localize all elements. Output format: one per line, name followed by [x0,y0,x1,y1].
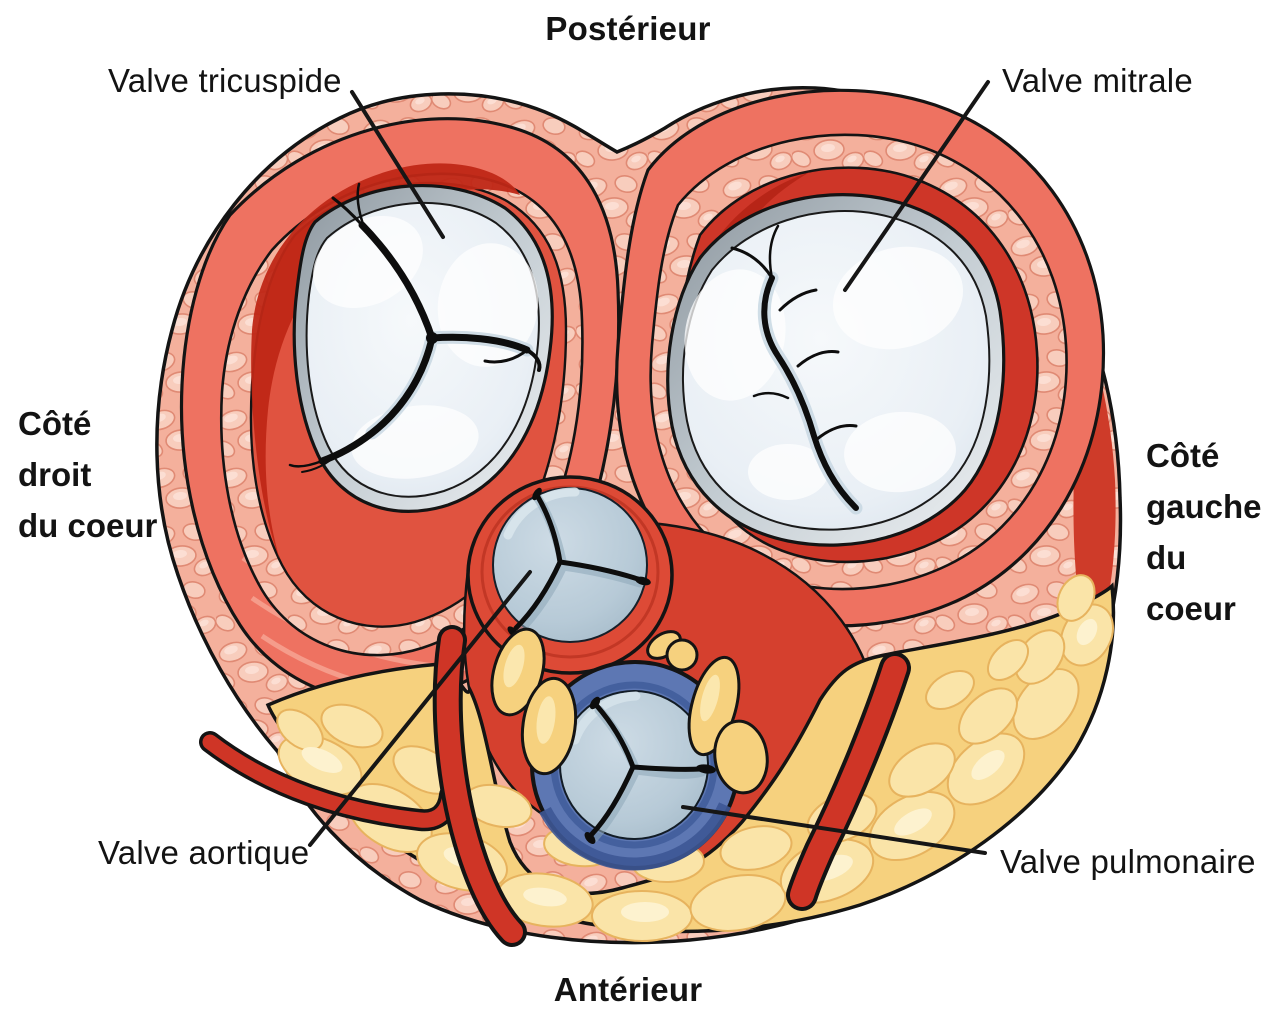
label-line: droit [18,456,92,494]
aortic-leader-line [308,570,532,847]
mitral-leader-line [843,80,990,292]
commissure-center [426,332,438,344]
cusp-nodules [584,696,716,844]
label-anterior: Antérieur [553,971,703,1008]
label-cote-droit: Côté droit du coeur [18,398,157,551]
label-posterior: Postérieur [545,10,711,47]
aortic-cusp-lines [513,494,641,631]
label-valve-tricuspide: Valve tricuspide [108,62,342,99]
label-line: Côté [1146,437,1220,474]
leaflet-highlights [684,246,964,500]
tricuspid-leader-line [350,90,445,239]
label-line: Côté [18,405,92,442]
label-line: du coeur [18,507,158,545]
coronary-vessels [199,625,911,947]
mitral-valve-region [615,88,1106,628]
mitral-commissure [730,224,859,511]
tricuspid-commissures [288,182,542,473]
pulmonary-cusp-lines [589,703,704,837]
label-valve-mitrale: Valve mitrale [1002,62,1193,99]
pulmonary-leader-line [681,805,987,855]
aortic-valve [466,475,674,675]
label-cote-gauche: Côté gauche du coeur [1146,430,1280,635]
label-line: du coeur [1146,539,1236,628]
label-valve-aortique: Valve aortique [98,834,310,871]
fat-finger-highlights [503,644,720,744]
leader-lines [308,80,990,855]
label-line: gauche [1146,488,1262,526]
label-valve-pulmonaire: Valve pulmonaire [1000,843,1256,880]
